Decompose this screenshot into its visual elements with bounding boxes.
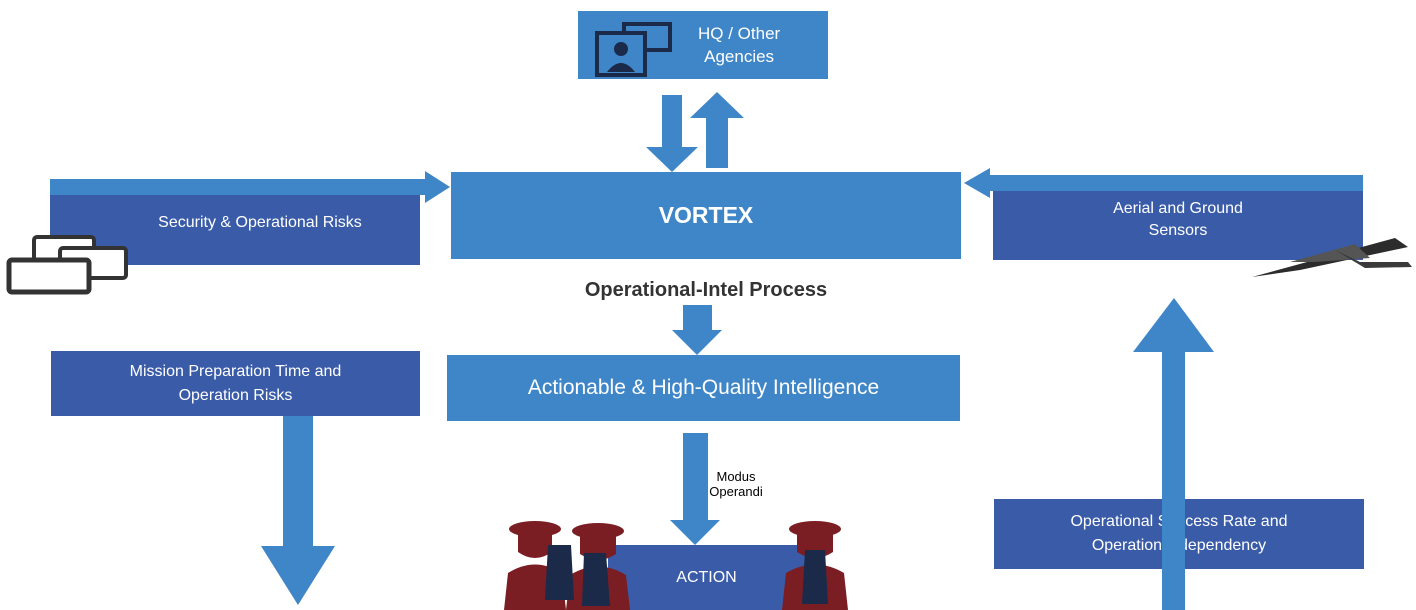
- mission-label-line2: Operation Risks: [178, 386, 293, 404]
- process-label: Operational-Intel Process: [584, 279, 828, 301]
- sensors-label-line2: Sensors: [1148, 222, 1208, 239]
- sensors-label-line1: Aerial and Ground: [1113, 200, 1243, 217]
- arrow-intel-to-action: [670, 433, 720, 545]
- drone-icon: [1252, 238, 1412, 277]
- arrow-sensors-to-vortex: [964, 168, 1363, 198]
- screens-icon: [6, 235, 128, 295]
- modus-line1: Modus: [716, 469, 756, 484]
- vortex-title: VORTEX: [658, 202, 754, 228]
- security-label: Security & Operational Risks: [158, 213, 362, 231]
- modus-operandi-label: Modus Operandi: [706, 469, 766, 499]
- mission-preparation-box: Mission Preparation Time and Operation R…: [51, 351, 420, 416]
- arrow-success-up: [1133, 298, 1214, 610]
- monitor-user-icon: [595, 22, 672, 77]
- officer-figures-icon: [504, 521, 848, 610]
- arrow-hq-up: [690, 92, 744, 168]
- hq-label-line2: Agencies: [704, 47, 775, 66]
- action-label: ACTION: [676, 569, 737, 586]
- sensors-box: Aerial and Ground Sensors: [993, 180, 1363, 260]
- hq-label-line1: HQ / Other: [698, 24, 781, 43]
- arrow-mission-down: [261, 416, 335, 605]
- vortex-box: VORTEX: [451, 172, 961, 259]
- arrow-hq-down: [646, 95, 698, 172]
- arrow-process-down: [672, 305, 722, 355]
- modus-line2: Operandi: [709, 484, 763, 499]
- intelligence-box: Actionable & High-Quality Intelligence: [447, 355, 960, 421]
- mission-label-line1: Mission Preparation Time and: [129, 362, 342, 380]
- intelligence-label: Actionable & High-Quality Intelligence: [527, 376, 880, 399]
- action-box: ACTION: [608, 545, 805, 610]
- arrow-security-to-vortex: [50, 171, 450, 203]
